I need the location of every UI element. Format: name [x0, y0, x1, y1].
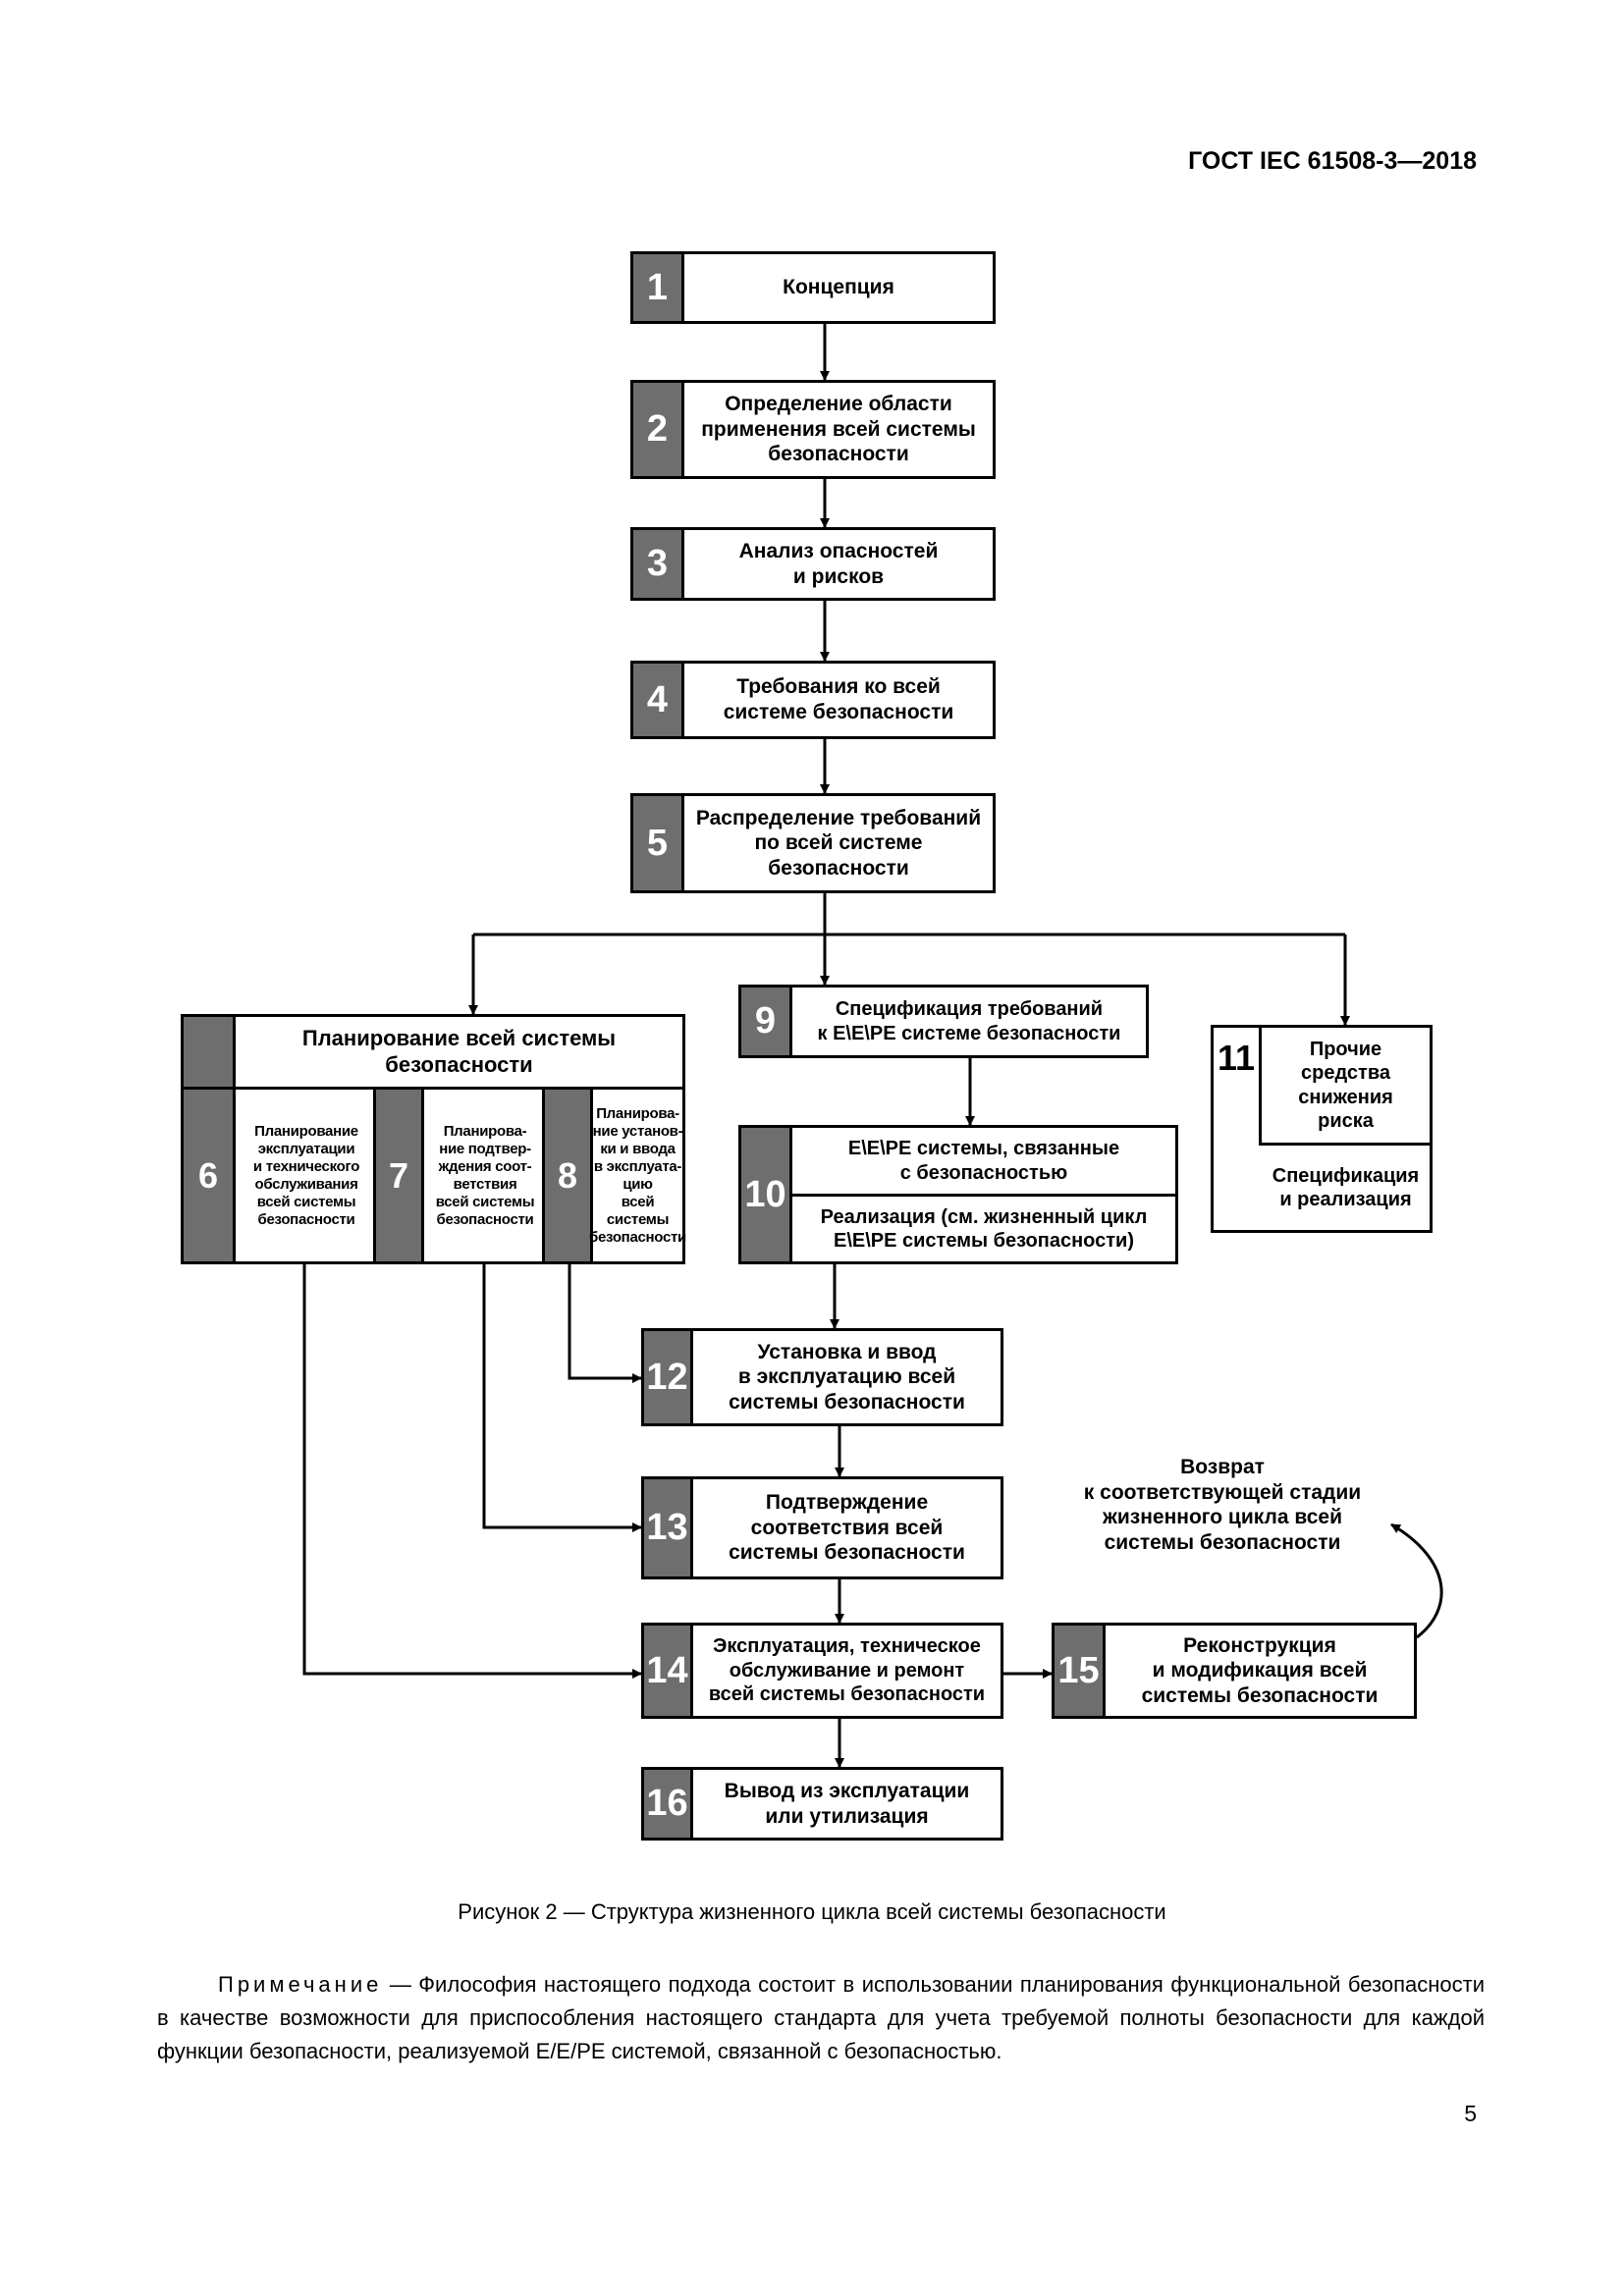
box7-number: 7: [373, 1090, 424, 1261]
box8-number: 8: [542, 1090, 593, 1261]
box-text: Подтверждение соответствия всей системы …: [729, 1491, 965, 1565]
box-decommissioning: 16 Вывод из эксплуатации или утилизация: [641, 1767, 1003, 1841]
box-number: 12: [644, 1331, 693, 1423]
box10-top-text: E\E\PE системы, связанные с безопасность…: [792, 1128, 1175, 1197]
box-number: 9: [741, 988, 792, 1055]
box-text: Анализ опасностей и рисков: [738, 539, 939, 588]
box-text: Реконструкция и модификация всей системы…: [1141, 1633, 1379, 1707]
box-text: Вывод из эксплуатации или утилизация: [724, 1779, 970, 1828]
box6-number: 6: [184, 1090, 236, 1261]
box-other-risk-reduction: 11 Прочие средства снижения риска Специф…: [1211, 1025, 1433, 1233]
box-overall-planning: Планирование всей системы безопасности 6…: [181, 1014, 686, 1264]
box-number: 16: [644, 1770, 693, 1838]
box6-text: Планирование эксплуатации и технического…: [252, 1122, 360, 1228]
box11-top-text: Прочие средства снижения риска: [1262, 1028, 1430, 1146]
box-text: Спецификация требований к E\E\PE системе…: [817, 998, 1121, 1044]
box-hazard-risk-analysis: 3 Анализ опасностей и рисков: [630, 527, 996, 601]
figure-caption: Рисунок 2 — Структура жизненного цикла в…: [458, 1899, 1166, 1924]
note-paragraph: Примечание — Философия настоящего подход…: [157, 1968, 1485, 2068]
box-operation-maintenance: 14 Эксплуатация, техническое обслуживани…: [641, 1623, 1003, 1719]
box-text: Требования ко всей системе безопасности: [723, 675, 954, 723]
page-number: 5: [1464, 2101, 1477, 2126]
box-text: Установка и ввод в эксплуатацию всей сис…: [729, 1340, 965, 1414]
box-number: 2: [633, 383, 684, 476]
box-installation-commissioning: 12 Установка и ввод в эксплуатацию всей …: [641, 1328, 1003, 1426]
document-id: ГОСТ IEC 61508-3—2018: [1188, 147, 1477, 175]
box-modification-retrofit: 15 Реконструкция и модификация всей сист…: [1052, 1623, 1417, 1719]
box-text: Эксплуатация, техническое обслуживание и…: [708, 1635, 986, 1706]
box-number: 5: [633, 796, 684, 890]
box-validation: 13 Подтверждение соответствия всей систе…: [641, 1476, 1003, 1579]
box-number: 13: [644, 1479, 693, 1576]
box-text: Концепция: [783, 276, 894, 299]
box-number: 15: [1055, 1626, 1106, 1716]
box-number: 14: [644, 1626, 693, 1716]
box11-bottom-text: Спецификация и реализация: [1272, 1164, 1420, 1210]
box11-number: 11: [1214, 1028, 1262, 1146]
box10-bottom-text: Реализация (см. жизненный цикл E\E\PE си…: [820, 1205, 1148, 1252]
box-requirements-allocation: 5 Распределение требований по всей систе…: [630, 793, 996, 893]
box-text: Определение области применения всей сист…: [701, 393, 976, 466]
box-concept: 1 Концепция: [630, 251, 996, 324]
note-text: — Философия настоящего подхода состоит в…: [157, 1972, 1485, 2064]
box-eepe-specification: 9 Спецификация требований к E\E\PE систе…: [738, 985, 1149, 1058]
box-number: 3: [633, 530, 684, 598]
box-eepe-systems: 10 E\E\PE системы, связанные с безопасно…: [738, 1125, 1178, 1264]
box7-text: Планирова- ние подтвер- ждения соот- вет…: [435, 1122, 535, 1228]
planning-header-shade: [184, 1017, 236, 1090]
box-number: 10: [741, 1128, 792, 1261]
box-scope-definition: 2 Определение области применения всей си…: [630, 380, 996, 479]
planning-title: Планирование всей системы безопасности: [236, 1017, 682, 1090]
box-overall-requirements: 4 Требования ко всей системе безопасност…: [630, 661, 996, 739]
box-number: 4: [633, 664, 684, 736]
note-label: Примечание: [218, 1972, 383, 1997]
box8-text: Планирова- ние установ- ки и ввода в экс…: [589, 1104, 686, 1246]
return-label: Возврат к соответствующей стадии жизненн…: [1083, 1456, 1362, 1554]
box-text: Распределение требований по всей системе…: [695, 806, 982, 880]
box-number: 1: [633, 254, 684, 321]
